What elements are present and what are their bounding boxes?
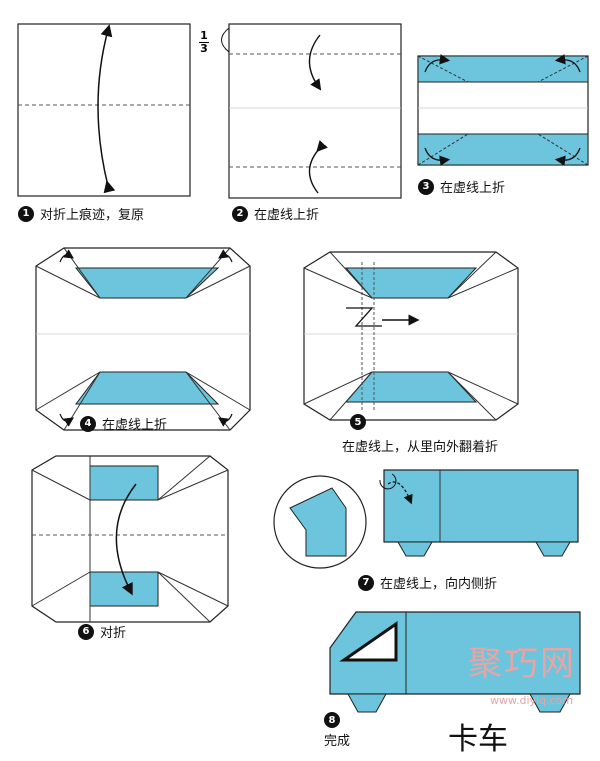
step-6-figure — [31, 455, 229, 623]
step-5-figure — [303, 251, 519, 421]
flap-edge — [329, 251, 373, 299]
step-text: 完成 — [324, 734, 351, 749]
step-number-badge: 7 — [358, 574, 374, 591]
step-5-label: 在虚线上，从里向外翻着折 — [342, 436, 498, 455]
step-text: 在虚线上折 — [254, 208, 320, 223]
flap-edge — [447, 267, 519, 299]
fold-up-arrow-icon — [308, 140, 328, 194]
corner-arrow-icon — [424, 54, 451, 73]
step-4-figure — [35, 247, 251, 431]
fold-down-arrow-icon — [308, 34, 322, 91]
flap-edge — [31, 469, 91, 501]
step-number-badge: 1 — [18, 205, 34, 222]
fold-in-half-arrow-icon — [115, 483, 137, 596]
pivot-loop-icon — [379, 473, 397, 490]
diagram-title: 卡车 — [448, 722, 508, 757]
step-number-badge: 2 — [232, 205, 248, 222]
wheel-right — [535, 541, 571, 557]
step-number-badge: 3 — [418, 178, 434, 195]
step-text: 在虚线上折 — [440, 181, 506, 196]
step-3-label: 3 在虚线上折 — [418, 177, 505, 196]
step-text: 在虚线上，从里向外翻着折 — [342, 440, 499, 455]
fold-arrow-icon — [97, 24, 116, 194]
flap-edge — [31, 571, 91, 607]
step-number-badge: 6 — [78, 623, 94, 640]
fold-diagonal — [537, 55, 589, 83]
fold-diagonal — [417, 55, 469, 83]
inward-fold-arrow-icon — [387, 481, 413, 505]
corner-arrow-icon — [218, 413, 233, 427]
step-number-badge: 8 — [324, 712, 340, 728]
corner-arrow-icon — [554, 54, 581, 73]
step-7-label: 7 在虚线上，向内侧折 — [358, 573, 497, 592]
step-1-figure — [17, 23, 191, 197]
step-number-badge: 5 — [350, 414, 366, 430]
step-2-label: 2 在虚线上折 — [232, 204, 319, 223]
step-text: 对折 — [100, 626, 127, 641]
flap-edge — [185, 371, 251, 411]
one-third-fraction: 1 3 — [199, 30, 209, 55]
square-paper — [228, 23, 402, 199]
flap-edge — [35, 371, 101, 411]
step-text: 在虚线上，向内侧折 — [380, 577, 498, 592]
step-6-label: 6 对折 — [78, 622, 126, 641]
step-7-figure — [273, 469, 579, 569]
reverse-fold-zigzag-icon — [346, 307, 382, 327]
flap-edge — [447, 371, 519, 405]
corner-arrow-icon — [554, 147, 581, 166]
blue-trapezoid-bottom — [75, 371, 220, 405]
flap-edge — [447, 251, 497, 299]
one-third-bracket — [221, 27, 230, 53]
step-8-finished-truck — [329, 611, 581, 713]
corner-arrow-icon — [424, 147, 451, 166]
flap-edge — [157, 571, 229, 607]
blue-band-top — [89, 465, 159, 501]
watermark-logo: 聚巧网 — [468, 644, 576, 684]
corner-arrow-icon — [59, 249, 74, 263]
flap-edge — [447, 371, 497, 421]
flap-edge — [303, 267, 373, 299]
corner-arrow-icon — [59, 413, 74, 427]
step-4-label: 4 在虚线上折 — [80, 414, 167, 433]
flap-edge — [303, 371, 373, 405]
flap-edge — [157, 469, 229, 501]
flap-edge — [157, 455, 211, 501]
flap-edge — [329, 371, 373, 421]
zoom-cab-detail — [289, 487, 347, 557]
corner-arrow-icon — [218, 249, 233, 263]
wheel-left — [397, 541, 433, 557]
step-text: 在虚线上折 — [102, 418, 168, 433]
flap-edge — [35, 265, 101, 299]
step-text: 对折上痕迹，复原 — [40, 208, 145, 223]
step-2-figure — [221, 23, 402, 199]
watermark-url: www.diyiq.com — [490, 694, 574, 707]
step-1-label: 1 对折上痕迹，复原 — [18, 204, 144, 223]
step-8-label: 8 完成 — [324, 712, 350, 749]
flap-edge — [157, 571, 211, 623]
fraction-denominator: 3 — [199, 42, 209, 55]
step-3-figure — [417, 54, 589, 166]
wheel-right — [529, 693, 571, 713]
wheel-left — [347, 693, 387, 713]
truck-body-blue — [383, 469, 579, 543]
step-number-badge: 4 — [80, 415, 96, 432]
fraction-numerator: 1 — [200, 29, 208, 42]
truck-window — [339, 621, 398, 662]
step-5-badge: 5 — [350, 414, 366, 430]
flap-edge — [185, 265, 251, 299]
